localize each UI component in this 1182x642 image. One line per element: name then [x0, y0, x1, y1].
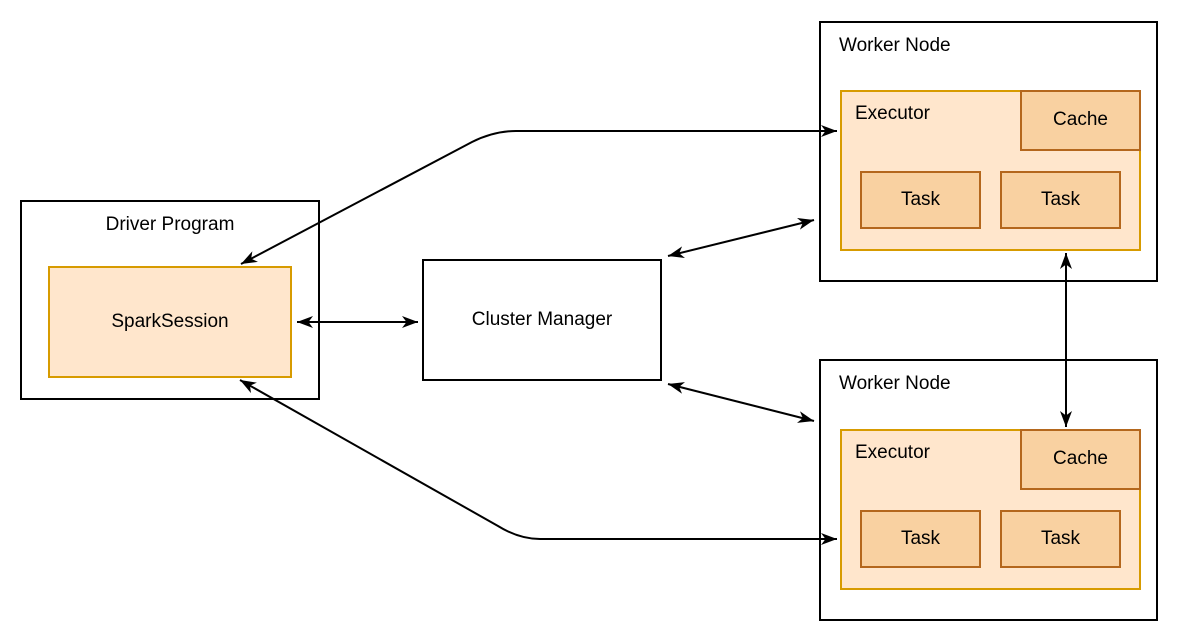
- spark-session-node: SparkSession: [48, 266, 292, 378]
- cache-top-label: Cache: [1053, 109, 1108, 131]
- arrow-clustermanager-workerbottom: [667, 382, 815, 423]
- task-node: Task: [1000, 171, 1121, 229]
- cache-top-node: Cache: [1020, 90, 1141, 151]
- cache-bottom-node: Cache: [1020, 429, 1141, 490]
- arrow-sparksession-executorbottom: [239, 379, 837, 545]
- worker-node-bottom-label: Worker Node: [839, 373, 951, 394]
- spark-session-label: SparkSession: [111, 310, 229, 332]
- executor-top-label: Executor: [855, 103, 930, 124]
- task-label: Task: [900, 527, 941, 549]
- task-label: Task: [1040, 527, 1081, 549]
- task-label: Task: [900, 188, 941, 210]
- arrow-sparksession-executortop: [240, 125, 837, 265]
- task-node: Task: [860, 510, 981, 568]
- executor-bottom-label: Executor: [855, 442, 930, 463]
- cluster-manager-label: Cluster Manager: [471, 308, 613, 330]
- cache-bottom-label: Cache: [1053, 448, 1108, 470]
- task-node: Task: [860, 171, 981, 229]
- worker-node-top-label: Worker Node: [839, 35, 951, 56]
- arrow-clustermanager-workertop: [667, 218, 815, 258]
- cluster-manager-node: Cluster Manager: [422, 259, 662, 381]
- task-node: Task: [1000, 510, 1121, 568]
- task-label: Task: [1040, 188, 1081, 210]
- driver-program-label: Driver Program: [105, 214, 235, 235]
